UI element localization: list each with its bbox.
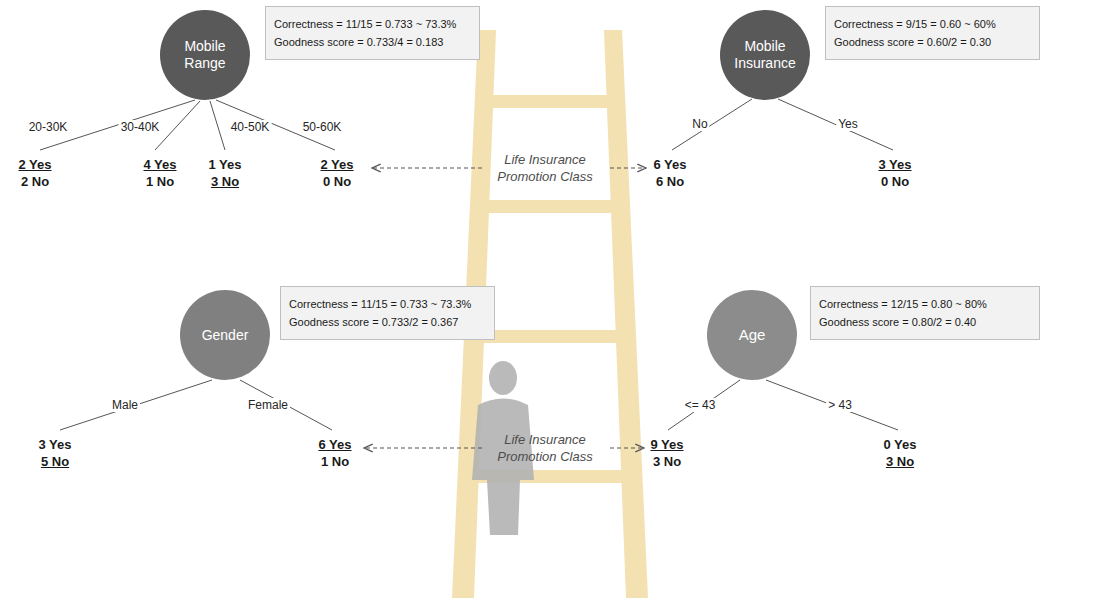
leaf-count: 3 No [651, 454, 683, 470]
leaf-count: 3 No [209, 174, 241, 190]
branch-line [778, 99, 893, 150]
leaf-count: 6 Yes [651, 157, 688, 173]
leaf-count: 6 No [654, 174, 686, 190]
class-caption: Life Insurance Promotion Class [481, 432, 609, 466]
circle-fill [720, 10, 810, 100]
leaf-count: 1 Yes [206, 157, 243, 173]
circle-fill [160, 10, 250, 100]
branch-line [668, 380, 740, 430]
dashed-arrow [610, 447, 644, 448]
branch-line [155, 101, 200, 150]
attribute-circle: Gender [179, 289, 271, 381]
dashed-arrow [372, 167, 482, 168]
branch-label: 50-60K [301, 120, 344, 134]
score-line: Correctness = 11/15 = 0.733 ~ 73.3% [289, 295, 486, 313]
attribute-name: Mobile Range [167, 38, 243, 72]
branch-label: No [690, 117, 709, 131]
leaf-count: 0 Yes [881, 437, 918, 453]
score-box: Correctness = 12/15 = 0.80 ~ 80%Goodness… [810, 286, 1040, 340]
attribute-circle: Mobile Range [159, 9, 251, 101]
leaf-count: 0 No [879, 174, 911, 190]
score-line: Correctness = 9/15 = 0.60 ~ 60% [834, 15, 1031, 33]
attribute-name: Mobile Insurance [727, 38, 803, 72]
score-box: Correctness = 11/15 = 0.733 ~ 73.3%Goodn… [265, 6, 480, 60]
leaf-count: 0 No [321, 174, 353, 190]
score-line: Goodness score = 0.733/2 = 0.367 [289, 313, 486, 331]
class-caption: Life Insurance Promotion Class [481, 152, 609, 186]
score-box: Correctness = 9/15 = 0.60 ~ 60%Goodness … [825, 6, 1040, 60]
attribute-name: Age [739, 326, 766, 344]
leaf-count: 3 No [884, 454, 916, 470]
branch-line [672, 99, 752, 150]
score-line: Goodness score = 0.733/4 = 0.183 [274, 33, 471, 51]
leaf-count: 1 No [144, 174, 176, 190]
leaf-count: 4 Yes [141, 157, 178, 173]
leaf-count: 5 No [39, 454, 71, 470]
leaf-count: 9 Yes [648, 437, 685, 453]
attribute-name: Gender [202, 327, 249, 344]
score-line: Goodness score = 0.60/2 = 0.30 [834, 33, 1031, 51]
branch-label: Female [246, 398, 290, 412]
branch-label: 20-30K [27, 120, 70, 134]
leaf-count: 2 No [19, 174, 51, 190]
branch-line [60, 380, 212, 430]
branch-label: > 43 [826, 398, 854, 412]
branch-label: Male [110, 398, 140, 412]
score-line: Correctness = 12/15 = 0.80 ~ 80% [819, 295, 1031, 313]
branch-line [240, 380, 332, 430]
dashed-arrow [610, 167, 646, 168]
branch-line [766, 380, 898, 430]
dashed-arrow [364, 447, 482, 448]
leaf-count: 2 Yes [318, 157, 355, 173]
score-box: Correctness = 11/15 = 0.733 ~ 73.3%Goodn… [280, 286, 495, 340]
circle-fill [707, 290, 797, 380]
score-line: Correctness = 11/15 = 0.733 ~ 73.3% [274, 15, 471, 33]
score-line: Goodness score = 0.80/2 = 0.40 [819, 313, 1031, 331]
leaf-count: 3 Yes [876, 157, 913, 173]
attribute-circle: Age [706, 289, 798, 381]
branch-label: 40-50K [229, 120, 272, 134]
branch-line [210, 101, 225, 150]
leaf-count: 2 Yes [16, 157, 53, 173]
leaf-count: 6 Yes [316, 437, 353, 453]
branch-label: <= 43 [683, 398, 718, 412]
circle-fill [180, 290, 270, 380]
leaf-count: 3 Yes [36, 437, 73, 453]
attribute-circle: Mobile Insurance [719, 9, 811, 101]
branch-label: Yes [836, 117, 860, 131]
leaf-count: 1 No [319, 454, 351, 470]
branch-label: 30-40K [119, 120, 162, 134]
